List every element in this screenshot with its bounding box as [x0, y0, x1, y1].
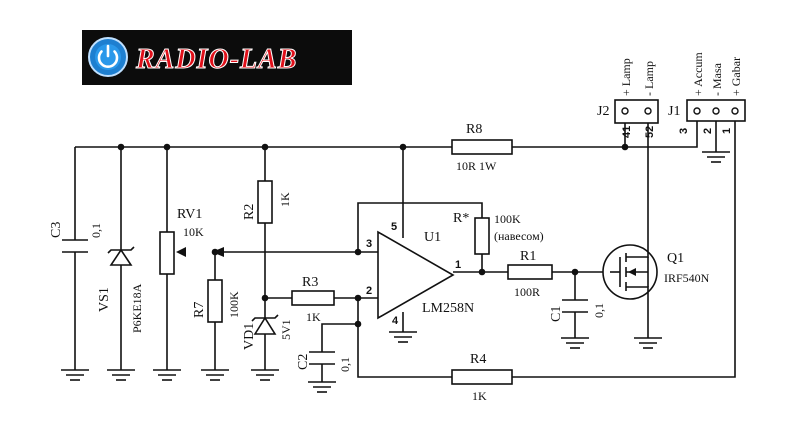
j2-label-minus-lamp: - Lamp [642, 61, 656, 96]
ground-icon [200, 369, 230, 381]
zener-diode-vd1: VD1 5V1 [242, 314, 293, 350]
ground-icon [307, 381, 337, 393]
vs1-value: P6KE18A [130, 283, 144, 333]
r7-value: 100K [227, 291, 241, 318]
resistor-r3: R3 1K [291, 275, 335, 324]
wiper-arrowhead-icon [212, 247, 224, 257]
mosfet-q1: Q1 IRF540N [602, 244, 710, 300]
ground-icon [560, 337, 590, 349]
r1-ref: R1 [520, 249, 536, 264]
j2-ref: J2 [597, 104, 609, 119]
q1-ref: Q1 [667, 251, 684, 266]
wires [74, 121, 736, 382]
opamp-u1: U1 LM258N 3 2 1 5 4 [366, 221, 474, 327]
ground-icon [250, 369, 280, 381]
j1-label-accum: + Accum [691, 52, 705, 96]
capacitor-c3: C3 0,1 [49, 222, 103, 253]
vd1-ref: VD1 [242, 323, 257, 350]
r2-ref: R2 [242, 204, 257, 220]
rstar-value: 100K [494, 212, 521, 226]
ground-icon [152, 369, 182, 381]
j1-pin-3: 3 [678, 128, 690, 134]
power-icon [88, 37, 128, 77]
connector-j2: J2 41 52 + Lamp - Lamp [597, 58, 659, 138]
u1-value: LM258N [422, 301, 474, 316]
ground-icon [106, 369, 136, 381]
rv1-ref: RV1 [177, 207, 202, 222]
vd1-value: 5V1 [279, 319, 293, 340]
resistor-r2: R2 1K [242, 180, 292, 224]
ground-icon [60, 369, 90, 381]
r4-value: 1K [472, 389, 487, 403]
resistor-r7: R7 100K [192, 279, 241, 323]
r7-ref: R7 [192, 302, 207, 318]
logo-text: RADIO-LAB [135, 44, 297, 75]
r8-value: 10R 1W [456, 159, 497, 173]
r3-value: 1K [306, 310, 321, 324]
c2-value: 0,1 [338, 357, 352, 372]
j1-pin-2: 2 [702, 128, 714, 134]
c3-value: 0,1 [89, 223, 103, 238]
radio-lab-logo: RADIO-LAB [82, 30, 352, 85]
u1-pin-4: 4 [392, 315, 399, 327]
r3-ref: R3 [302, 275, 318, 290]
r1-value: 100R [514, 285, 540, 299]
c2-ref: C2 [296, 354, 311, 370]
r8-ref: R8 [466, 122, 482, 137]
rstar-ref: R* [453, 211, 469, 226]
j1-label-masa: - Masa [710, 62, 724, 96]
resistor-r4: R4 1K [451, 352, 513, 403]
resistor-r8: R8 10R 1W [451, 122, 513, 173]
capacitor-c1: C1 0,1 [549, 299, 606, 322]
capacitor-c2: C2 0,1 [296, 351, 352, 372]
u1-pin-2: 2 [366, 285, 372, 297]
c1-value: 0,1 [592, 303, 606, 318]
potentiometer-rv1: RV1 10K [159, 207, 204, 275]
c3-ref: C3 [49, 222, 64, 238]
j1-ref: J1 [668, 104, 680, 119]
resistor-r-star: R* 100K (навесом) [453, 211, 544, 255]
c1-ref: C1 [549, 306, 564, 322]
r4-ref: R4 [470, 352, 486, 367]
j1-pin-1: 1 [721, 128, 733, 134]
u1-pin-1: 1 [455, 259, 461, 271]
q1-value: IRF540N [664, 271, 710, 285]
rstar-note: (навесом) [494, 229, 544, 243]
resistor-r1: R1 100R [507, 249, 553, 299]
j1-label-gabar: + Gabar [729, 57, 743, 96]
ground-icon [701, 151, 731, 163]
u1-ref: U1 [424, 230, 441, 245]
ground-icon [633, 337, 663, 349]
rv1-value: 10K [183, 225, 204, 239]
j2-label-plus-lamp: + Lamp [619, 58, 633, 96]
ground-icon [388, 331, 418, 343]
r2-value: 1K [278, 192, 292, 207]
u1-pin-5: 5 [391, 221, 397, 233]
u1-pin-3: 3 [366, 238, 372, 250]
j2-pin-52: 52 [644, 126, 656, 138]
connector-j1: J1 3 2 1 + Accum - Masa + Gabar [668, 52, 746, 134]
tvs-diode-vs1: VS1 P6KE18A [97, 246, 144, 333]
j2-pin-41: 41 [621, 126, 633, 138]
vs1-ref: VS1 [97, 287, 112, 312]
wiper-arrow-icon [176, 247, 186, 257]
